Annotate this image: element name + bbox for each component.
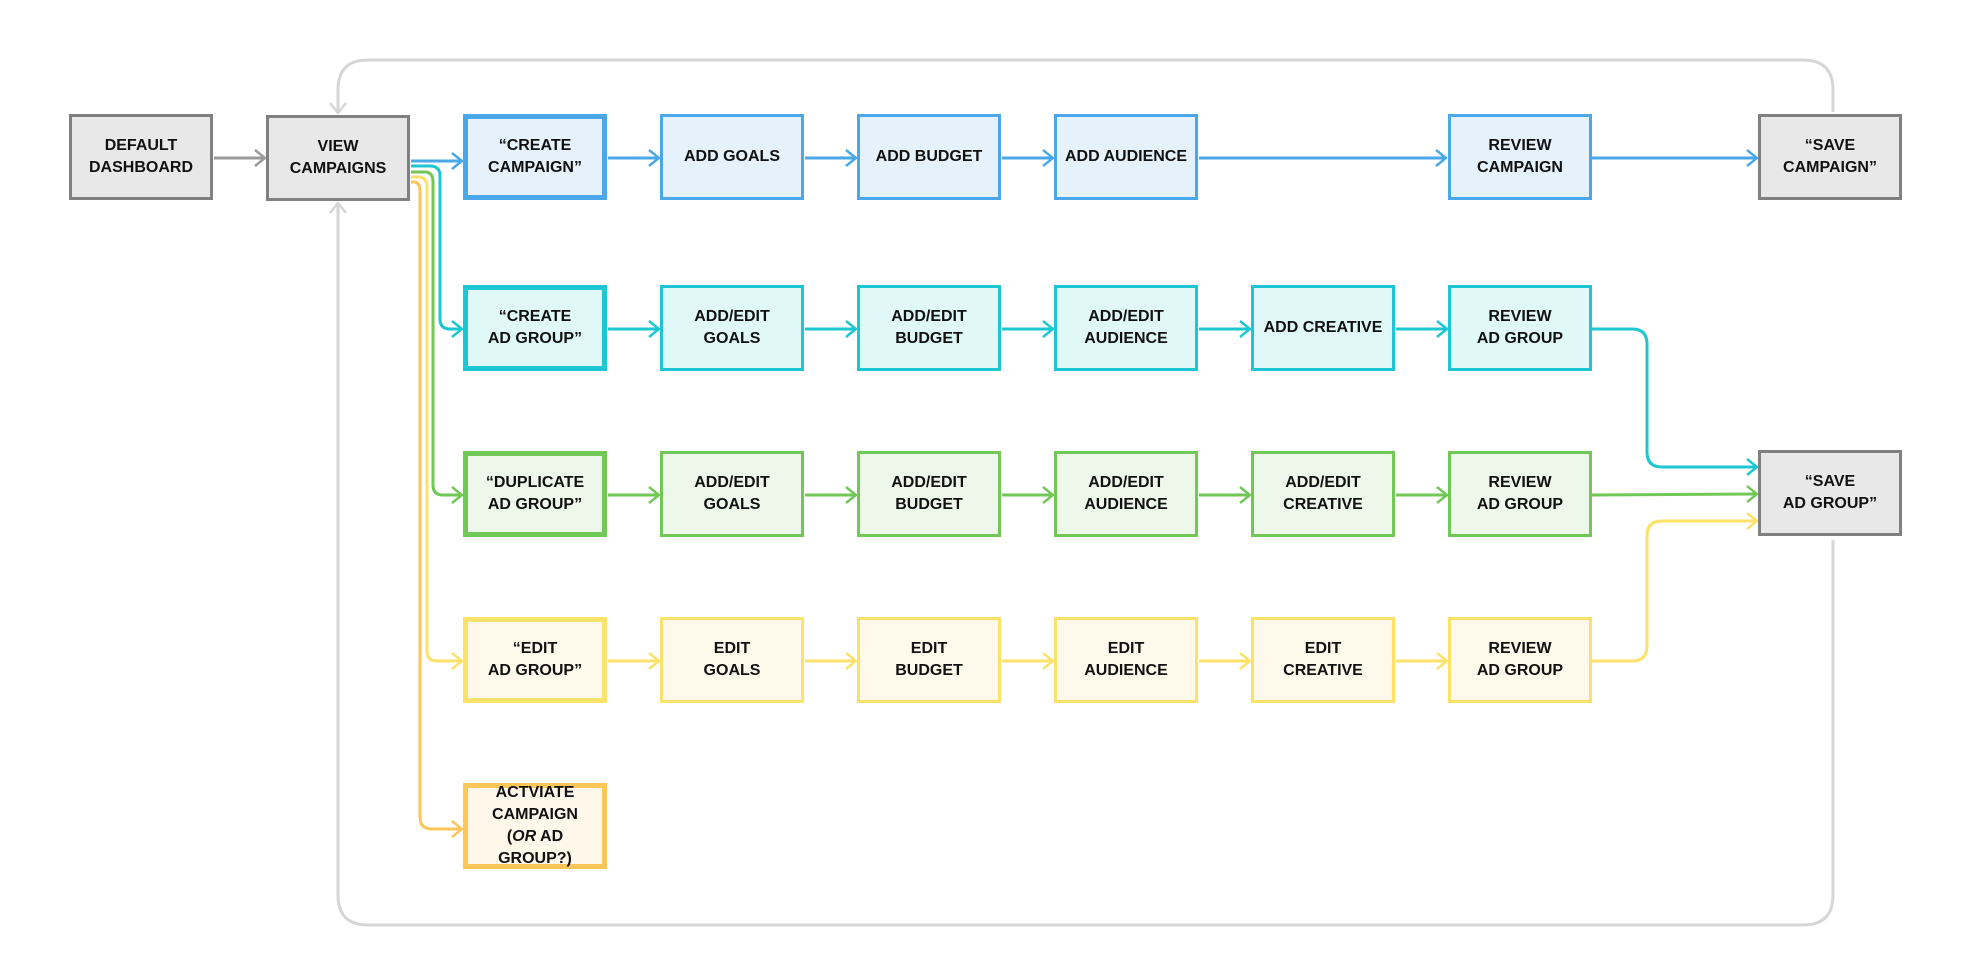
node-edit-ad-group-goals[interactable]: EDIT GOALS [660,617,804,703]
node-duplicate-ad-group-review[interactable]: REVIEW AD GROUP [1448,451,1592,537]
node-label-line: REVIEW [1488,137,1552,154]
node-label-line: “EDIT [512,640,558,657]
node-default-dashboard[interactable]: DEFAULT DASHBOARD [69,114,213,200]
node-create-ad-group-budget[interactable]: ADD/EDIT BUDGET [857,285,1001,371]
node-label-line: EDIT [1107,640,1145,657]
node-label-line: ADD/EDIT [694,308,770,325]
node-label-line: ADD/EDIT [891,308,967,325]
connector-cyan-start [411,164,462,329]
node-duplicate-ad-group-creative[interactable]: ADD/EDIT CREATIVE [1251,451,1395,537]
connector-cyan-to-save [1592,327,1757,467]
node-duplicate-ad-group-goals[interactable]: ADD/EDIT GOALS [660,451,804,537]
node-review-campaign[interactable]: REVIEW CAMPAIGN [1448,114,1592,200]
connector-green-to-save [1591,494,1757,495]
node-edit-ad-group[interactable]: “EDIT AD GROUP” [463,617,607,703]
node-label-line: DASHBOARD [89,159,193,176]
node-label-line: GOALS [703,496,761,513]
node-save-campaign[interactable]: “SAVE CAMPAIGN” [1758,114,1902,200]
connector-yellow-to-save [1592,521,1757,663]
node-label-line: CAMPAIGNS [289,160,387,177]
node-label-line: AD GROUP” [487,662,583,679]
node-add-goals[interactable]: ADD GOALS [660,114,804,200]
node-edit-ad-group-review[interactable]: REVIEW AD GROUP [1448,617,1592,703]
node-label-line: ADD/EDIT [1285,474,1361,491]
node-edit-ad-group-audience[interactable]: EDIT AUDIENCE [1054,617,1198,703]
node-create-ad-group-audience[interactable]: ADD/EDIT AUDIENCE [1054,285,1198,371]
node-label-line: ADD CREATIVE [1263,319,1383,336]
node-label-line: ADD AUDIENCE [1064,148,1188,165]
node-duplicate-ad-group-audience[interactable]: ADD/EDIT AUDIENCE [1054,451,1198,537]
node-create-ad-group-creative[interactable]: ADD CREATIVE [1251,285,1395,371]
node-label-line: REVIEW [1488,308,1552,325]
node-label-line: AUDIENCE [1084,662,1168,679]
connector-green-start [411,170,462,495]
node-label-line: ACTVIATE [495,784,575,801]
node-label-line: AD GROUP” [487,496,583,513]
node-label-line: CAMPAIGN [1477,159,1563,176]
node-edit-ad-group-creative[interactable]: EDIT CREATIVE [1251,617,1395,703]
node-create-ad-group-goals[interactable]: ADD/EDIT GOALS [660,285,804,371]
node-save-ad-group[interactable]: “SAVE AD GROUP” [1758,450,1902,536]
node-label-fragment: AD GROUP?) [498,828,572,867]
node-label-line: AD GROUP [1476,662,1564,679]
node-label-line: GOALS [703,330,761,347]
node-duplicate-ad-group[interactable]: “DUPLICATE AD GROUP” [463,451,607,537]
connector-yellow-start [411,175,462,661]
node-label-line: REVIEW [1488,640,1552,657]
node-label-line: CREATIVE [1283,496,1363,513]
node-label-line: AD GROUP [1476,330,1564,347]
node-label-line: BUDGET [895,496,963,513]
loop-connector-bottom [338,203,1835,927]
node-edit-ad-group-budget[interactable]: EDIT BUDGET [857,617,1001,703]
node-create-ad-group-review[interactable]: REVIEW AD GROUP [1448,285,1592,371]
node-label-line: ADD/EDIT [891,474,967,491]
node-label-line: AUDIENCE [1084,330,1168,347]
node-label-fragment: ( [506,828,513,845]
node-label-line: REVIEW [1488,474,1552,491]
node-label-line: DEFAULT [104,137,178,154]
node-add-audience[interactable]: ADD AUDIENCE [1054,114,1198,200]
node-label-line: AUDIENCE [1084,496,1168,513]
node-label-line: EDIT [713,640,751,657]
node-label-line: CREATIVE [1283,662,1363,679]
node-label-line: CAMPAIGN” [488,159,582,176]
node-label-line: “SAVE [1804,137,1856,154]
connector-orange-start [411,180,462,829]
node-label-line: BUDGET [895,662,963,679]
node-label-line: ADD/EDIT [1088,308,1164,325]
node-activate-campaign[interactable]: ACTVIATE CAMPAIGN (OR AD GROUP?) [463,783,607,869]
node-create-ad-group[interactable]: “CREATE AD GROUP” [463,285,607,371]
node-label-line: ADD GOALS [684,148,780,165]
node-label-line: (OR AD GROUP?) [472,826,598,870]
node-label-line: VIEW [317,138,359,155]
node-label-line: ADD/EDIT [694,474,770,491]
node-label-line: AD GROUP” [487,330,583,347]
node-label-line: “DUPLICATE [485,474,585,491]
node-label-line: AD GROUP” [1782,495,1878,512]
node-label-line: CAMPAIGN” [1783,159,1877,176]
node-view-campaigns[interactable]: VIEW CAMPAIGNS [266,115,410,201]
node-label-line: AD GROUP [1476,496,1564,513]
node-label-line: ADD BUDGET [875,148,983,165]
node-label-line: EDIT [910,640,948,657]
node-label-emphasis: OR [512,828,537,845]
loop-connector-top [338,58,1835,113]
node-label-line: BUDGET [895,330,963,347]
node-label-line: “CREATE [498,308,572,325]
node-label-line: GOALS [703,662,761,679]
node-label-line: “SAVE [1804,473,1856,490]
node-label-line: CAMPAIGN [492,806,578,823]
node-duplicate-ad-group-budget[interactable]: ADD/EDIT BUDGET [857,451,1001,537]
node-label-line: ADD/EDIT [1088,474,1164,491]
node-label-line: “CREATE [498,137,572,154]
node-add-budget[interactable]: ADD BUDGET [857,114,1001,200]
node-label-line: EDIT [1304,640,1342,657]
node-create-campaign[interactable]: “CREATE CAMPAIGN” [463,114,607,200]
